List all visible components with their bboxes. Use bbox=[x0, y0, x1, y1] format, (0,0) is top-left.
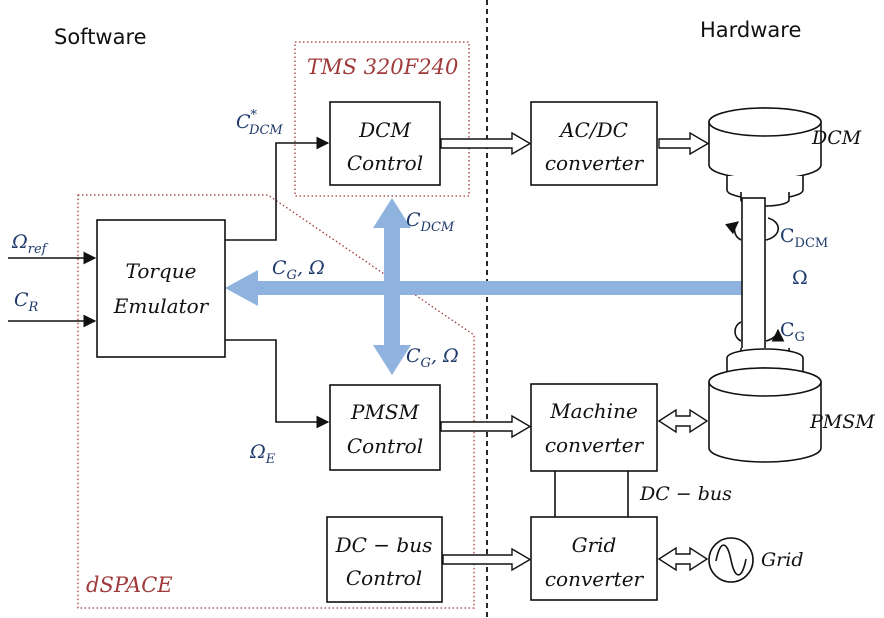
omega-shaft-label: Ω bbox=[792, 267, 808, 289]
pmsm-control-to-machine-arrow bbox=[440, 414, 532, 439]
hardware-title: Hardware bbox=[700, 18, 801, 42]
omega-e-label: ΩE bbox=[249, 441, 276, 467]
acdc-to-dcm-arrow bbox=[658, 131, 710, 156]
acdc-converter-line1: AC/DC bbox=[558, 118, 628, 142]
c-g-rotation-arrow bbox=[734, 322, 778, 341]
cg-omega-top-label: CG, Ω bbox=[272, 257, 325, 283]
dcbus-control-to-grid-arrow bbox=[442, 547, 532, 572]
tms-label: TMS 320F240 bbox=[307, 55, 458, 79]
grid-label: Grid bbox=[761, 549, 804, 571]
c-r-label: CR bbox=[14, 289, 39, 315]
pmsm-control-line1: PMSM bbox=[350, 400, 420, 424]
acdc-converter-block: AC/DC converter bbox=[530, 101, 658, 186]
c-dcm-star-label: C*DCM bbox=[236, 108, 283, 138]
torque-emulator-block: Torque Emulator bbox=[96, 219, 226, 358]
grid-source bbox=[708, 537, 754, 583]
machine-converter-line1: Machine bbox=[549, 399, 638, 423]
grid-converter-line2: converter bbox=[545, 567, 645, 591]
c-dcm-star-wire bbox=[225, 136, 330, 241]
omega-ref-label: Ωref bbox=[11, 231, 49, 257]
grid-converter-line1: Grid bbox=[572, 533, 617, 557]
dc-bus-label: DC − bus bbox=[639, 483, 732, 505]
grid-converter-block: Grid converter bbox=[530, 516, 658, 601]
pmsm-machine bbox=[708, 348, 822, 463]
torque-emulator-line2: Emulator bbox=[113, 294, 210, 318]
dcm-control-block: DCM Control bbox=[329, 101, 441, 186]
c-dcm-bus-label: CDCM bbox=[406, 209, 455, 235]
horizontal-bus-arrow bbox=[225, 270, 742, 306]
c-dcm-shaft-label: CDCM bbox=[780, 225, 828, 251]
machine-pmsm-bidirectional-arrow bbox=[657, 408, 709, 434]
torque-emulator-line1: Torque bbox=[126, 259, 197, 283]
dcm-control-to-acdc-arrow bbox=[440, 131, 532, 156]
sine-wave-icon bbox=[715, 544, 747, 576]
dcm-control-line2: Control bbox=[347, 151, 423, 175]
grid-converter-grid-bidirectional-arrow bbox=[657, 546, 709, 572]
power-arrows bbox=[440, 131, 710, 572]
vertical-bus-arrow bbox=[373, 198, 411, 375]
dcm-label: DCM bbox=[811, 127, 862, 149]
dspace-region bbox=[77, 194, 475, 609]
acdc-converter-line2: converter bbox=[545, 151, 645, 175]
machine-converter-line2: converter bbox=[545, 433, 645, 457]
c-g-shaft-label: CG bbox=[780, 319, 805, 345]
pmsm-label: PMSM bbox=[809, 411, 875, 433]
cg-omega-bottom-label: CG, Ω bbox=[406, 345, 459, 371]
shaft bbox=[741, 197, 766, 354]
dcbus-control-line1: DC − bus bbox=[335, 533, 433, 557]
machine-converter-block: Machine converter bbox=[530, 383, 658, 472]
omega-e-wire bbox=[225, 339, 330, 429]
dcbus-control-block: DC − bus Control bbox=[326, 516, 443, 603]
dcm-machine bbox=[708, 107, 822, 207]
dspace-label: dSPACE bbox=[86, 573, 173, 597]
feedback-bus bbox=[225, 198, 742, 375]
dcbus-control-line2: Control bbox=[346, 566, 422, 590]
dcm-control-line1: DCM bbox=[358, 118, 411, 142]
software-title: Software bbox=[54, 25, 147, 49]
pmsm-control-line2: Control bbox=[347, 434, 423, 458]
pmsm-control-block: PMSM Control bbox=[329, 384, 441, 471]
c-dcm-rotation-arrow bbox=[735, 218, 780, 241]
